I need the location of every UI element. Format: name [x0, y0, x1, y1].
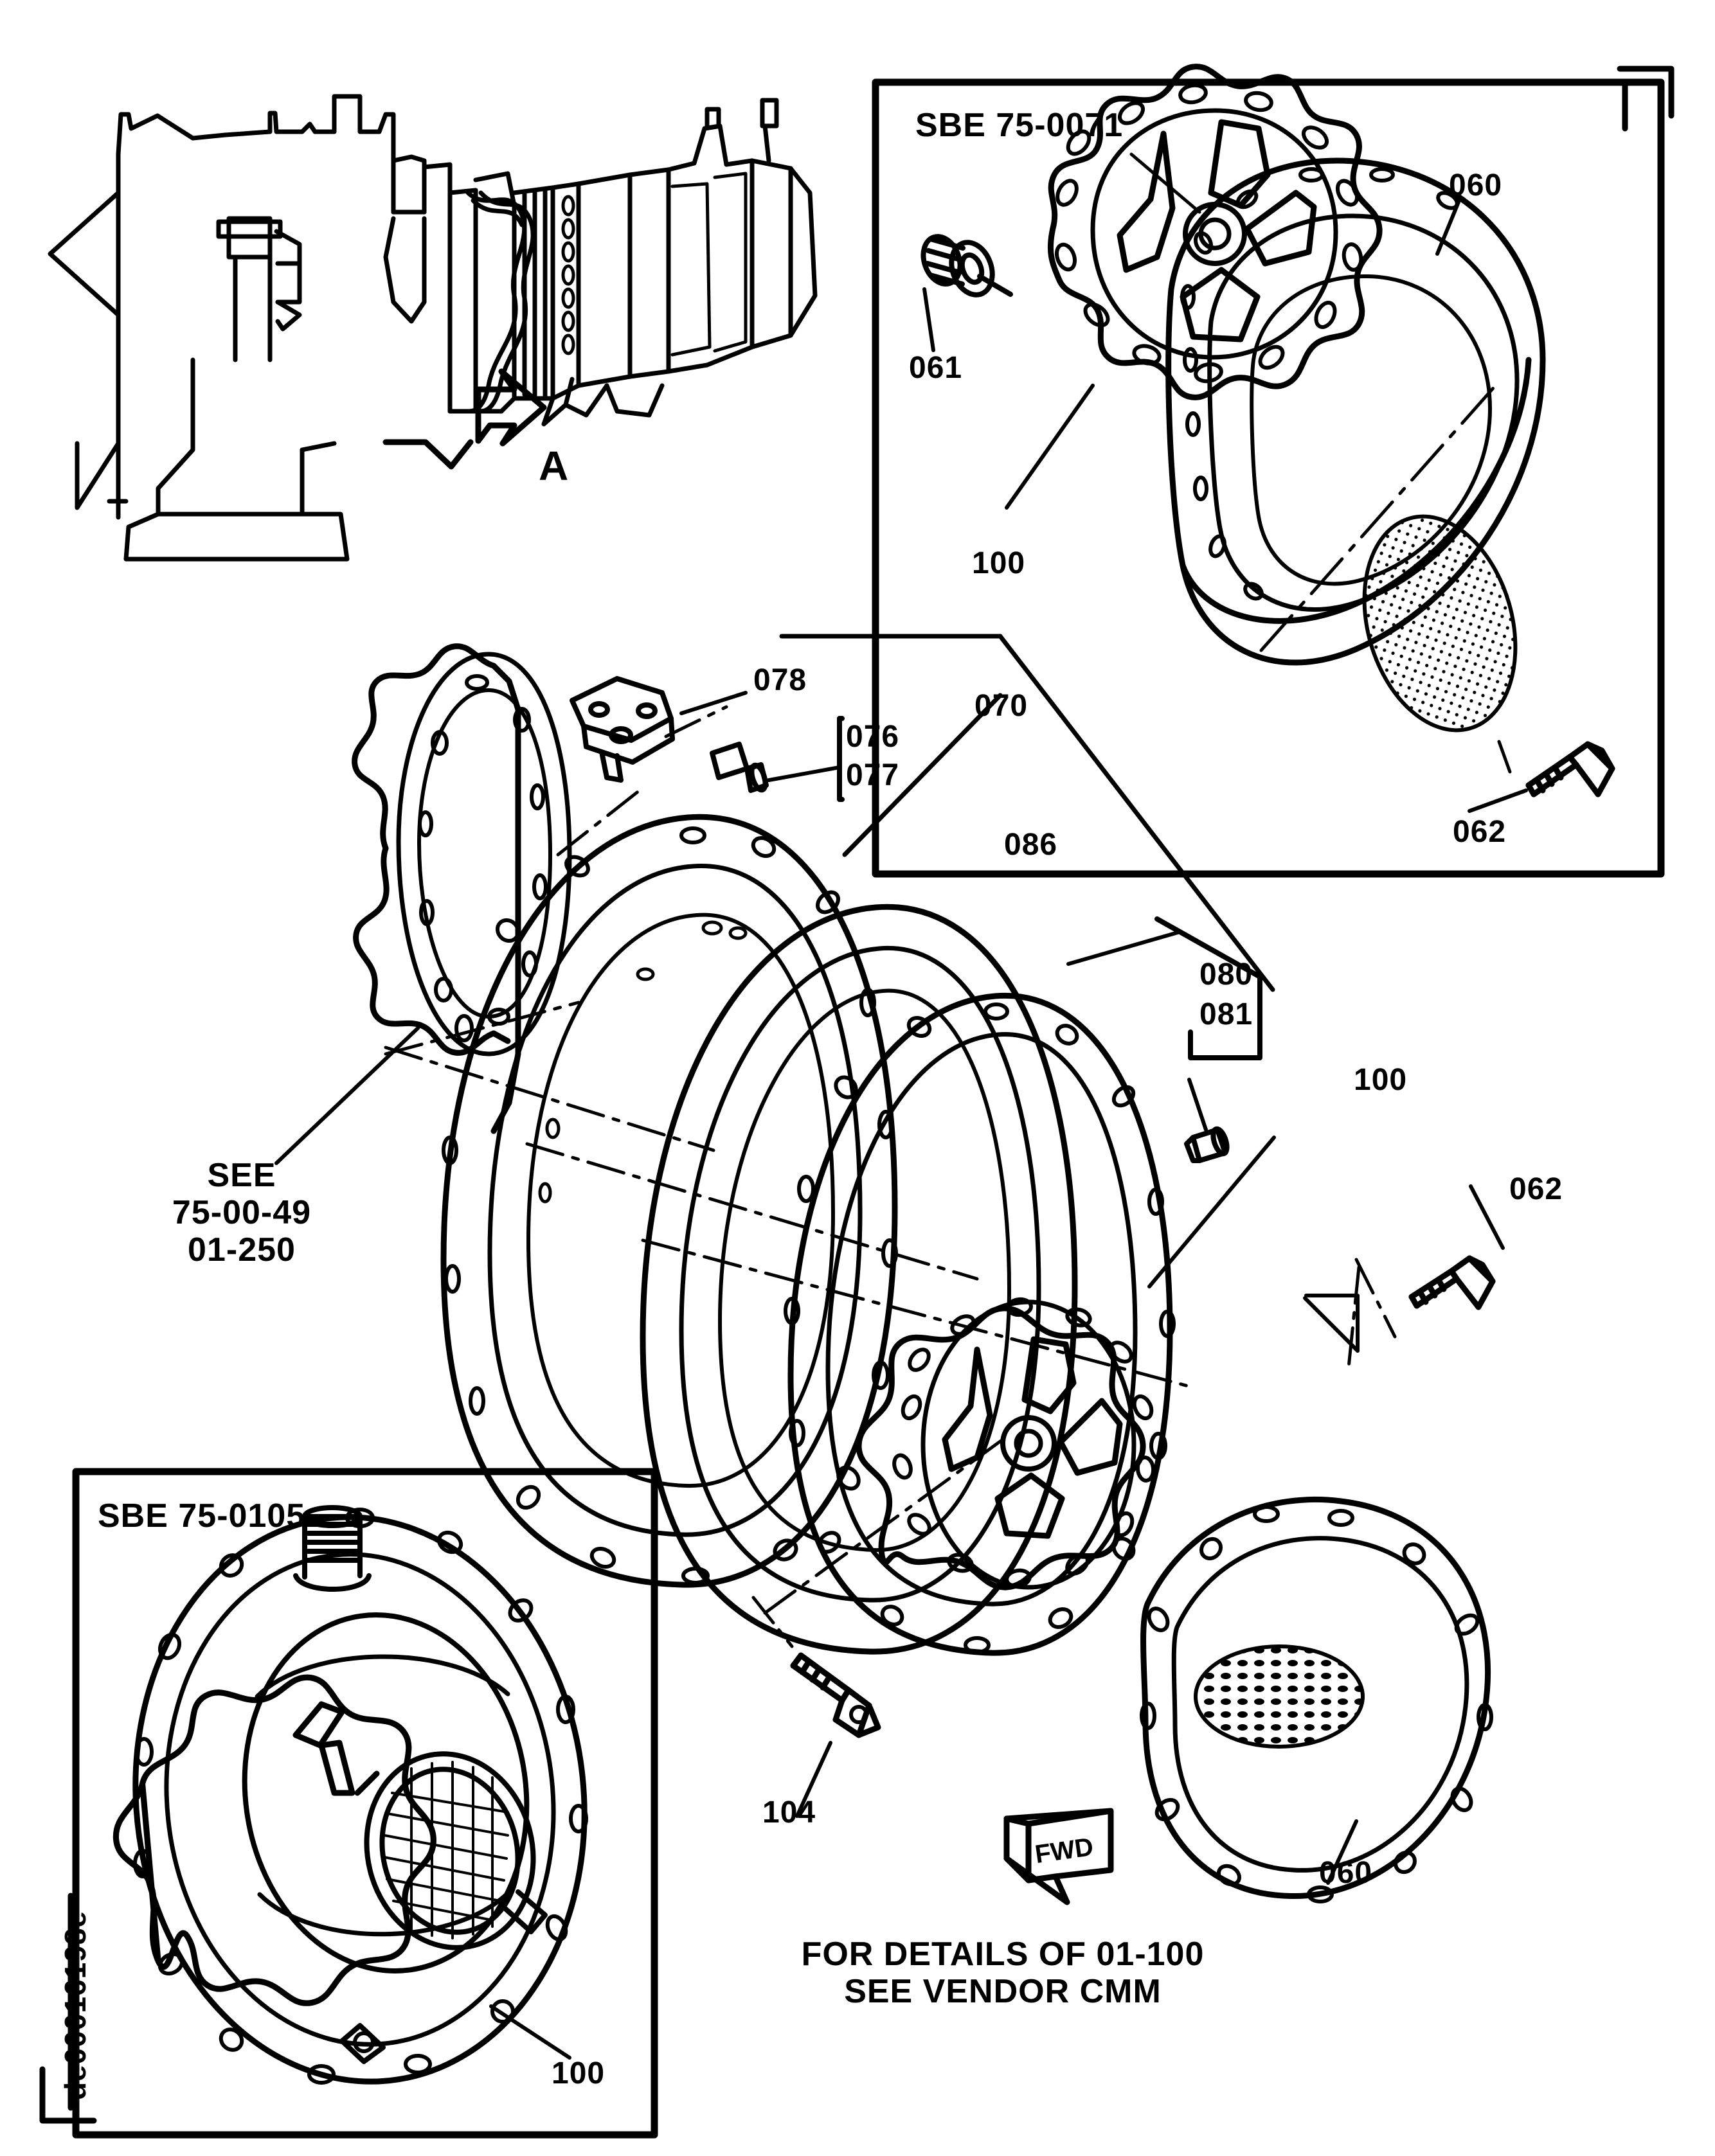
leader-070-diag	[998, 634, 1275, 992]
leader-086	[1066, 930, 1182, 966]
leader-080-081	[1187, 1078, 1208, 1132]
leader-062-top	[1468, 788, 1528, 813]
callout-078: 078	[753, 663, 807, 697]
part-076-077-pin	[710, 742, 769, 793]
part-062-mid	[1408, 1255, 1496, 1310]
part-078	[570, 676, 675, 783]
view-arrow-a	[382, 368, 547, 470]
leader-070-to-part	[842, 693, 1003, 857]
part-080-081-pin	[1184, 1126, 1230, 1163]
see-ref-line1: SEE	[207, 1157, 276, 1194]
callout-061: 061	[909, 351, 963, 385]
part-104-bolt	[790, 1652, 881, 1738]
part-061-bolt	[920, 234, 1013, 298]
figure-id: de00016198e	[58, 1911, 92, 2100]
leader-100-mid	[1147, 1136, 1276, 1288]
callout-070: 070	[974, 689, 1028, 723]
part-070-flange	[440, 814, 898, 1588]
bracket-080-081	[1154, 916, 1262, 1060]
callout-077: 077	[846, 758, 900, 792]
callout-062-mid: 062	[1509, 1172, 1563, 1206]
callout-104: 104	[762, 1795, 816, 1830]
see-reference-note: SEE 75-00-49 01-250	[145, 1157, 338, 1269]
sheet-corner-marks	[1570, 66, 1675, 132]
callout-086: 086	[1004, 828, 1058, 862]
part-100-bottom	[112, 1505, 588, 2085]
vendor-note-line2: SEE VENDOR CMM	[844, 1973, 1162, 2011]
callout-100-bottom: 100	[552, 2056, 606, 2090]
callout-062-top: 062	[1453, 815, 1507, 849]
part-086-ring	[640, 904, 1078, 1655]
part-100-mid	[856, 1297, 1156, 1590]
callout-100-top: 100	[972, 546, 1026, 580]
engine-locator-diagram	[48, 94, 818, 562]
sbe-top-box	[872, 78, 1665, 878]
sbe-bottom-title: SBE 75-0105	[98, 1497, 306, 1535]
part-062-top	[1525, 741, 1615, 797]
vendor-note-line1: FOR DETAILS OF 01-100	[801, 1936, 1205, 1973]
sbe-bottom-box	[72, 1468, 658, 2139]
leader-104	[795, 1741, 832, 1818]
view-arrow-label-a: A	[539, 443, 569, 489]
callout-100-mid: 100	[1354, 1063, 1408, 1097]
callout-060-bottom: 060	[1319, 1856, 1373, 1890]
vendor-cmm-note: FOR DETAILS OF 01-100 SEE VENDOR CMM	[746, 1936, 1260, 2010]
callout-076: 076	[846, 720, 900, 754]
leader-060-top	[1435, 199, 1461, 256]
leader-100-bottom	[489, 2004, 571, 2060]
leader-076-077	[767, 765, 841, 782]
bracket-076-077	[837, 716, 845, 802]
sbe-top-title: SBE 75-0071	[915, 107, 1124, 144]
callout-080: 080	[1199, 958, 1253, 992]
part-060-bottom	[1140, 1496, 1493, 1903]
see-ref-line2: 75-00-49	[172, 1194, 312, 1232]
leader-061	[922, 287, 935, 352]
callout-081: 081	[1199, 997, 1253, 1031]
leader-see-ref	[274, 1026, 420, 1165]
leader-062-mid	[1469, 1184, 1505, 1250]
callout-060-top: 060	[1449, 168, 1503, 202]
centerline-060-top	[1259, 381, 1500, 652]
leader-100-top-b	[1129, 152, 1201, 214]
leader-060-bottom	[1326, 1819, 1358, 1885]
leader-100-top	[1005, 384, 1095, 510]
assembly-centerlines	[384, 705, 1397, 1615]
part-ring-80-81	[784, 992, 1176, 1656]
see-ref-line3: 01-250	[188, 1231, 296, 1269]
leader-078	[679, 691, 748, 715]
part-retainer-left	[352, 643, 580, 1134]
fwd-arrow	[1003, 1808, 1114, 1905]
